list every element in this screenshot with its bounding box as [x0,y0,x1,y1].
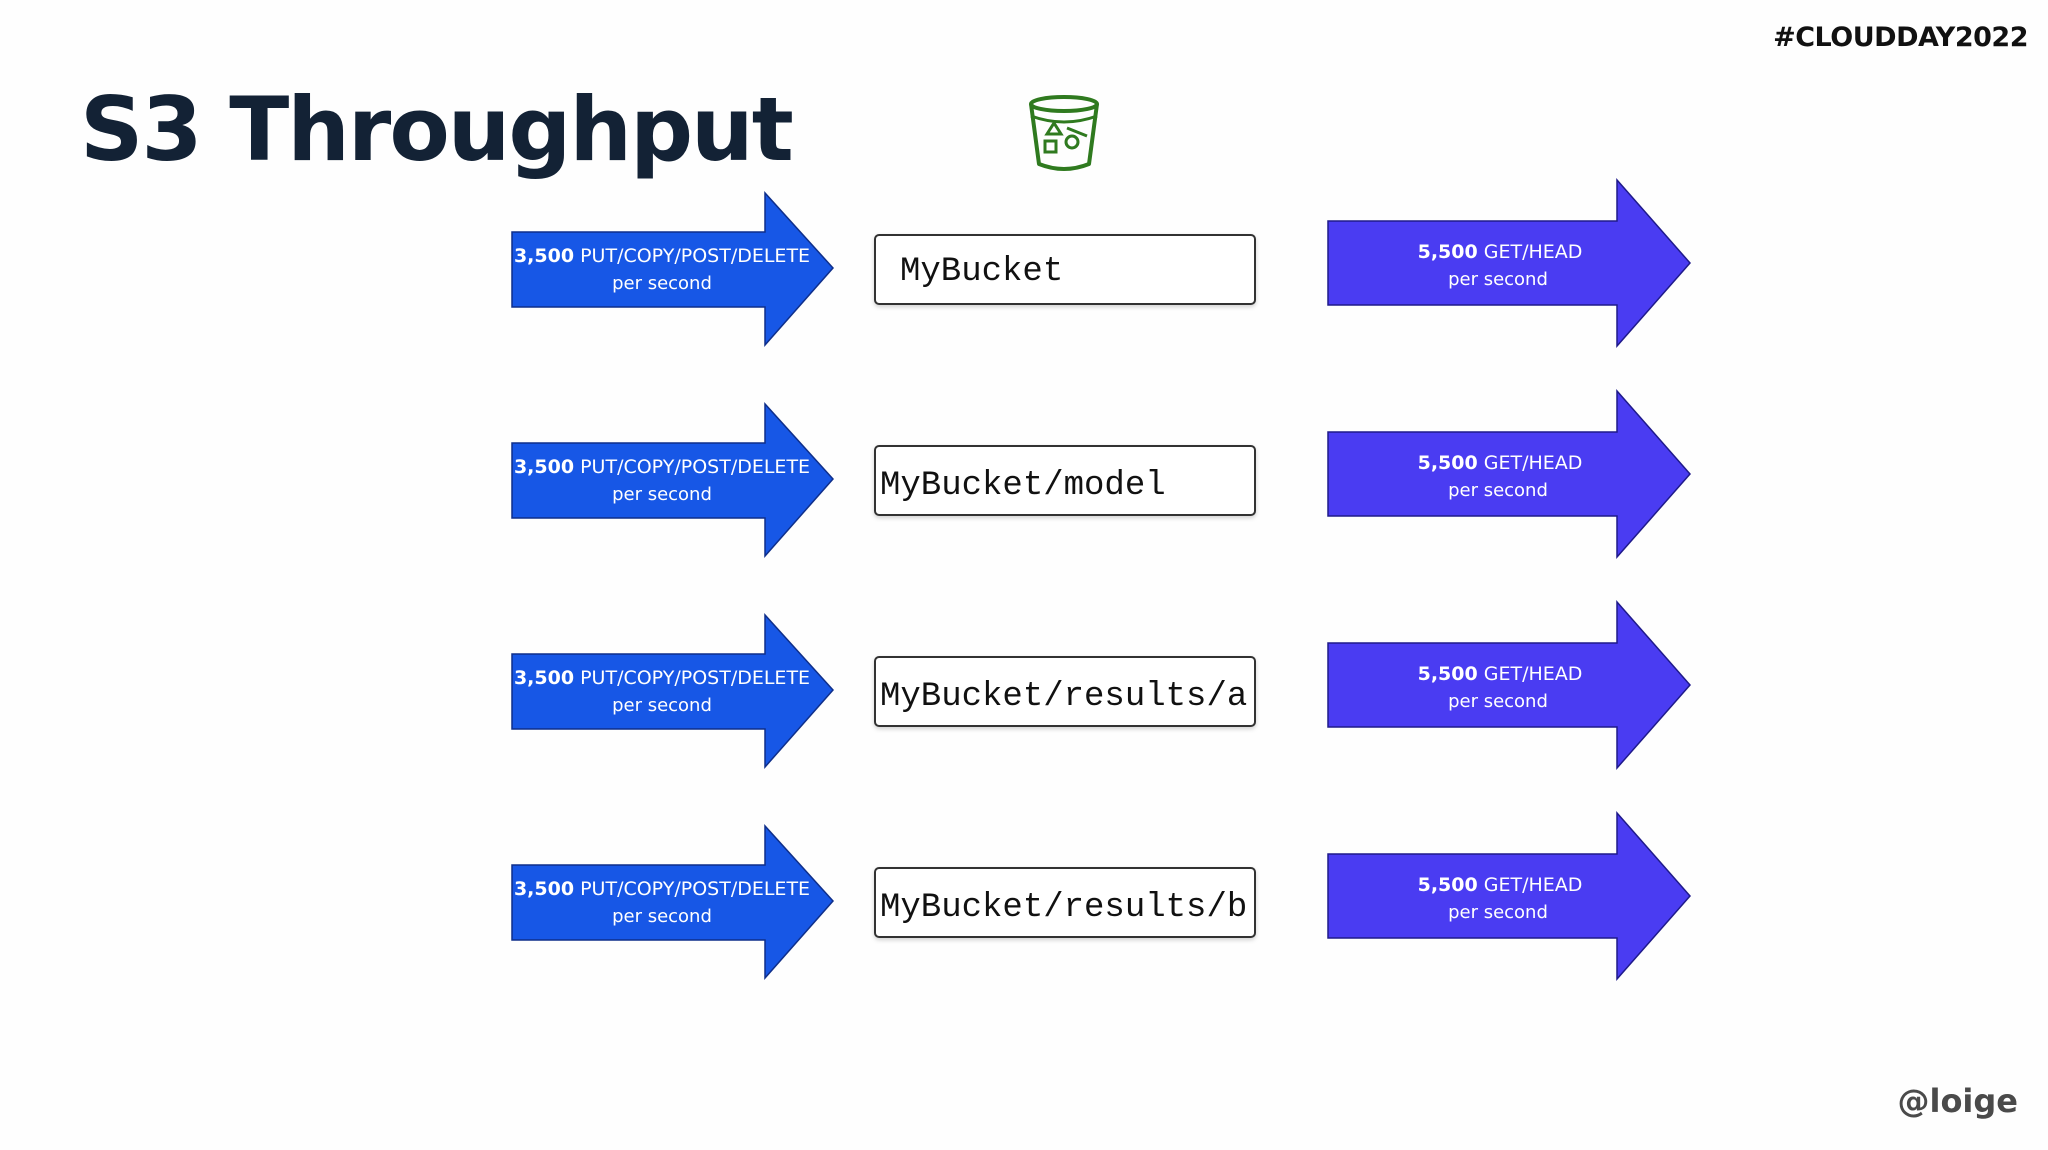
prefix-label: MyBucket/model [880,467,1166,505]
get-arrow-label: 5,500 GET/HEAD [1418,874,1583,896]
get-value: 5,500 [1418,241,1478,263]
row-3: 3,500 PUT/COPY/POST/DELETE per second My… [511,600,1691,770]
get-arrow [1327,600,1691,770]
bucket-icon-graphic [1029,95,1099,171]
put-ops: PUT/COPY/POST/DELETE [580,456,810,478]
put-value: 3,500 [514,878,574,900]
prefix-label: MyBucket/results/b [880,889,1247,927]
get-arrow-label: 5,500 GET/HEAD [1418,663,1583,685]
put-arrow [511,402,835,558]
get-value: 5,500 [1418,663,1478,685]
row-4: 3,500 PUT/COPY/POST/DELETE per second My… [511,811,1691,981]
prefix-label: MyBucket [900,253,1063,291]
put-value: 3,500 [514,245,574,267]
put-arrow-label: 3,500 PUT/COPY/POST/DELETE [514,667,810,689]
put-arrow-label: 3,500 PUT/COPY/POST/DELETE [514,245,810,267]
put-arrow-label: 3,500 PUT/COPY/POST/DELETE [514,456,810,478]
event-hashtag: #CLOUDDAY2022 [1773,22,2028,53]
get-rate: per second [1448,902,1548,923]
get-arrow-label: 5,500 GET/HEAD [1418,241,1583,263]
get-rate: per second [1448,480,1548,501]
get-arrow [1327,811,1691,981]
author-handle: @loige [1897,1082,2018,1120]
s3-bucket-icon [1025,94,1103,174]
put-rate: per second [612,273,712,294]
prefix-box [874,445,1256,516]
get-value: 5,500 [1418,874,1478,896]
get-ops: GET/HEAD [1484,241,1583,263]
page-title: S3 Throughput [80,78,794,181]
put-rate: per second [612,484,712,505]
get-arrow [1327,178,1691,348]
get-rate: per second [1448,691,1548,712]
put-rate: per second [612,695,712,716]
prefix-box [874,656,1256,727]
get-ops: GET/HEAD [1484,874,1583,896]
put-ops: PUT/COPY/POST/DELETE [580,667,810,689]
put-ops: PUT/COPY/POST/DELETE [580,878,810,900]
get-ops: GET/HEAD [1484,452,1583,474]
get-arrow [1327,389,1691,559]
get-ops: GET/HEAD [1484,663,1583,685]
put-value: 3,500 [514,456,574,478]
prefix-box [874,234,1256,305]
prefix-box [874,867,1256,938]
get-rate: per second [1448,269,1548,290]
put-arrow [511,613,835,769]
prefix-label: MyBucket/results/a [880,678,1247,716]
get-arrow-label: 5,500 GET/HEAD [1418,452,1583,474]
put-rate: per second [612,906,712,927]
put-arrow [511,191,835,347]
put-value: 3,500 [514,667,574,689]
row-2: 3,500 PUT/COPY/POST/DELETE per second My… [511,389,1691,559]
put-arrow [511,824,835,980]
row-1: 3,500 PUT/COPY/POST/DELETE per second My… [511,178,1691,348]
get-value: 5,500 [1418,452,1478,474]
put-ops: PUT/COPY/POST/DELETE [580,245,810,267]
put-arrow-label: 3,500 PUT/COPY/POST/DELETE [514,878,810,900]
